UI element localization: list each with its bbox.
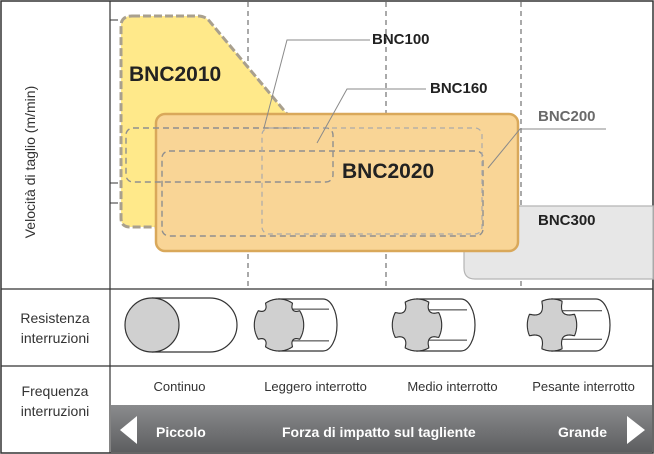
arrow-left-icon [120,416,137,444]
impact-small-label: Piccolo [156,424,206,440]
grade-label-bnc160: BNC160 [430,80,488,97]
row-header-frequency: Frequenza interruzioni [0,381,110,421]
column-label-leggero: Leggero interrotto [264,379,367,394]
outline-bnc200 [261,127,483,235]
outline-bnc100 [125,127,334,183]
leader-lines [263,39,606,169]
heavy-slotted-cylinder-icon [526,298,611,352]
grade-label-bnc2020: BNC2020 [342,160,435,183]
light-slotted-cylinder-icon [253,298,338,352]
grade-label-bnc2010: BNC2010 [129,63,222,86]
frequency-label: Frequenza interruzioni [20,383,90,419]
y-axis-ticks [110,19,118,204]
impact-bar [111,405,652,452]
leader-bnc160 [316,88,426,144]
y-axis-label: Velocità di taglio (m/min) [22,85,38,239]
grade-label-bnc300: BNC300 [538,212,596,229]
solid-cylinder-icon [124,297,238,353]
leader-bnc200 [487,128,606,169]
arrow-right-icon [627,416,645,444]
resistance-label: Resistenza interruzioni [20,310,90,346]
outline-bnc160 [161,150,484,237]
column-label-continuo: Continuo [153,379,206,394]
row-header-resistance: Resistenza interruzioni [0,308,110,348]
column-label-medio: Medio interrotto [407,379,498,394]
impact-force-label: Forza di impatto sul tagliente [282,424,476,440]
column-separators [247,2,522,289]
leader-bnc100 [263,39,370,129]
grade-label-bnc100: BNC100 [372,31,430,48]
medium-slotted-cylinder-icon [391,298,476,352]
column-label-pesante: Pesante interrotto [532,379,635,394]
grade-label-bnc200: BNC200 [538,108,596,125]
impact-large-label: Grande [558,424,608,440]
